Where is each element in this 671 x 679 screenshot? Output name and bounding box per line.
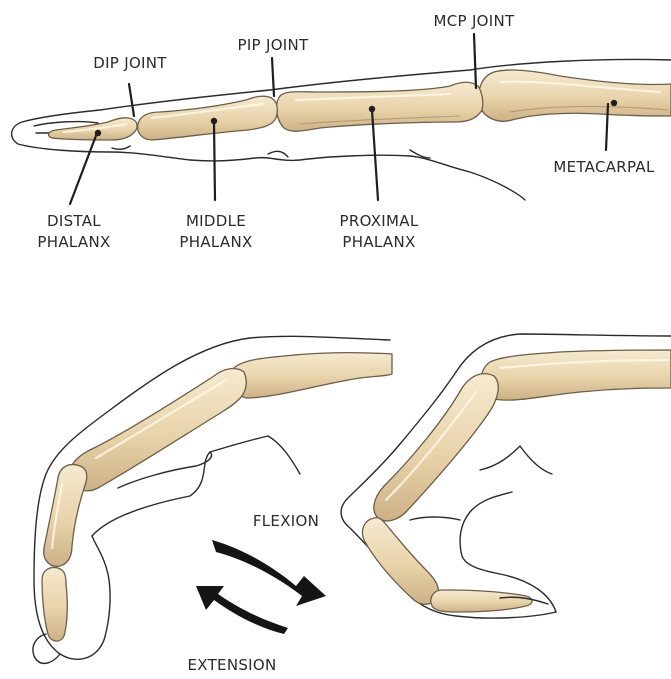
knuckle-crease-right bbox=[410, 517, 460, 520]
palm-crease-right bbox=[480, 446, 552, 474]
distal-leader bbox=[70, 133, 97, 204]
middle-label-line2: PHALANX bbox=[179, 233, 252, 251]
curved-finger-left bbox=[33, 336, 392, 663]
flexed-finger-right bbox=[341, 334, 671, 618]
distal-phalanx-bone-left bbox=[42, 568, 67, 642]
distal-dot bbox=[95, 130, 101, 136]
metacarpal-bone-right bbox=[481, 350, 671, 400]
metacarpal-label: METACARPAL bbox=[553, 158, 655, 176]
dip-joint-label: DIP JOINT bbox=[93, 54, 167, 72]
mcp-leader bbox=[474, 34, 476, 88]
metacarpal-bone bbox=[479, 70, 671, 121]
mcp-joint-label: MCP JOINT bbox=[434, 12, 516, 30]
proximal-phalanx-bone-right bbox=[374, 374, 498, 521]
distal-label-line1: DISTAL bbox=[47, 212, 101, 230]
distal-phalanx-bone-right bbox=[431, 590, 532, 612]
proximal-dot bbox=[369, 106, 375, 112]
dip-leader bbox=[129, 84, 134, 116]
middle-phalanx-bone-right bbox=[362, 518, 438, 605]
skin-crease-2 bbox=[268, 151, 288, 157]
extension-label: EXTENSION bbox=[187, 656, 276, 674]
metacarpal-bone-left bbox=[230, 353, 392, 398]
flexion-label: FLEXION bbox=[253, 512, 319, 530]
straight-finger: DIP JOINT PIP JOINT MCP JOINT METACARPAL… bbox=[12, 12, 671, 251]
middle-phalanx-bone-left bbox=[44, 465, 87, 567]
motion-arrows bbox=[196, 540, 326, 634]
middle-dot bbox=[211, 118, 217, 124]
metacarpal-dot bbox=[611, 100, 617, 106]
flexion-arrow bbox=[212, 540, 326, 606]
skin-crease-1 bbox=[112, 146, 130, 149]
middle-label-line1: MIDDLE bbox=[186, 212, 246, 230]
proximal-label-line2: PHALANX bbox=[342, 233, 415, 251]
pip-joint-label: PIP JOINT bbox=[237, 36, 309, 54]
middle-leader bbox=[214, 122, 215, 200]
distal-label-line2: PHALANX bbox=[37, 233, 110, 251]
extension-arrow bbox=[196, 586, 288, 634]
proximal-label-line1: PROXIMAL bbox=[340, 212, 419, 230]
proximal-phalanx-bone-left bbox=[69, 369, 246, 491]
